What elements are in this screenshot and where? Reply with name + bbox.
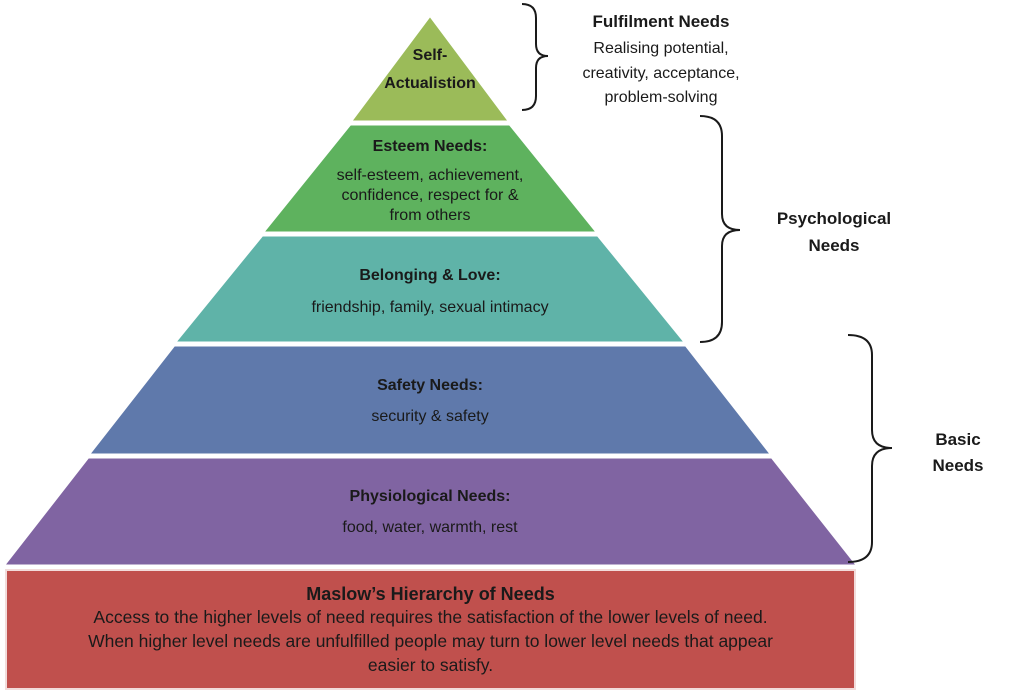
level-esteem-shape <box>258 122 602 235</box>
level-self-actualisation-title-1: Self- <box>413 47 448 64</box>
level-safety: Safety Needs: security & safety <box>84 343 776 457</box>
level-safety-shape <box>84 343 776 457</box>
level-belonging: Belonging & Love: friendship, family, se… <box>170 233 690 345</box>
group-basic: Basic Needs <box>932 430 983 475</box>
footer-title: Maslow’s Hierarchy of Needs <box>306 583 555 604</box>
level-safety-title: Safety Needs: <box>377 377 483 394</box>
level-physiological-title: Physiological Needs: <box>350 488 511 505</box>
group-fulfilment-body-1: Realising potential, <box>593 40 728 57</box>
level-belonging-shape <box>170 233 690 345</box>
footer-line-2: When higher level needs are unfulfilled … <box>88 630 773 651</box>
level-physiological: Physiological Needs: food, water, warmth… <box>0 455 862 568</box>
brace-psychological <box>699 115 741 343</box>
group-fulfilment-title: Fulfilment Needs <box>593 12 730 31</box>
level-safety-body: security & safety <box>371 408 488 425</box>
level-self-actualisation-title-2: Actualistion <box>384 75 476 92</box>
brace-fulfilment <box>521 3 549 111</box>
level-self-actualisation-shape <box>347 12 513 124</box>
footer-box: Maslow’s Hierarchy of Needs Access to th… <box>5 569 856 690</box>
group-fulfilment-body-3: problem-solving <box>605 89 718 106</box>
group-psychological: Psychological Needs <box>777 209 891 255</box>
level-esteem-title: Esteem Needs: <box>373 138 488 155</box>
level-belonging-body: friendship, family, sexual intimacy <box>311 299 548 316</box>
group-fulfilment: Fulfilment Needs Realising potential, cr… <box>582 12 739 106</box>
brace-basic <box>847 334 893 563</box>
level-esteem-body-2: confidence, respect for & <box>342 187 519 204</box>
footer-line-1: Access to the higher levels of need requ… <box>93 606 768 627</box>
group-basic-title-1: Basic <box>935 430 980 449</box>
level-physiological-shape <box>0 455 862 568</box>
group-fulfilment-body-2: creativity, acceptance, <box>582 65 739 82</box>
footer-line-3: easier to satisfy. <box>367 654 494 675</box>
level-physiological-body: food, water, warmth, rest <box>342 519 518 536</box>
level-esteem: Esteem Needs: self-esteem, achievement, … <box>258 122 602 235</box>
group-basic-title-2: Needs <box>932 456 983 475</box>
group-psychological-title-1: Psychological <box>777 209 891 228</box>
level-esteem-body-1: self-esteem, achievement, <box>337 167 524 184</box>
level-belonging-title: Belonging & Love: <box>359 267 500 284</box>
group-psychological-title-2: Needs <box>808 236 859 255</box>
level-esteem-body-3: from others <box>390 207 471 224</box>
level-self-actualisation: Self- Actualistion <box>347 12 513 124</box>
